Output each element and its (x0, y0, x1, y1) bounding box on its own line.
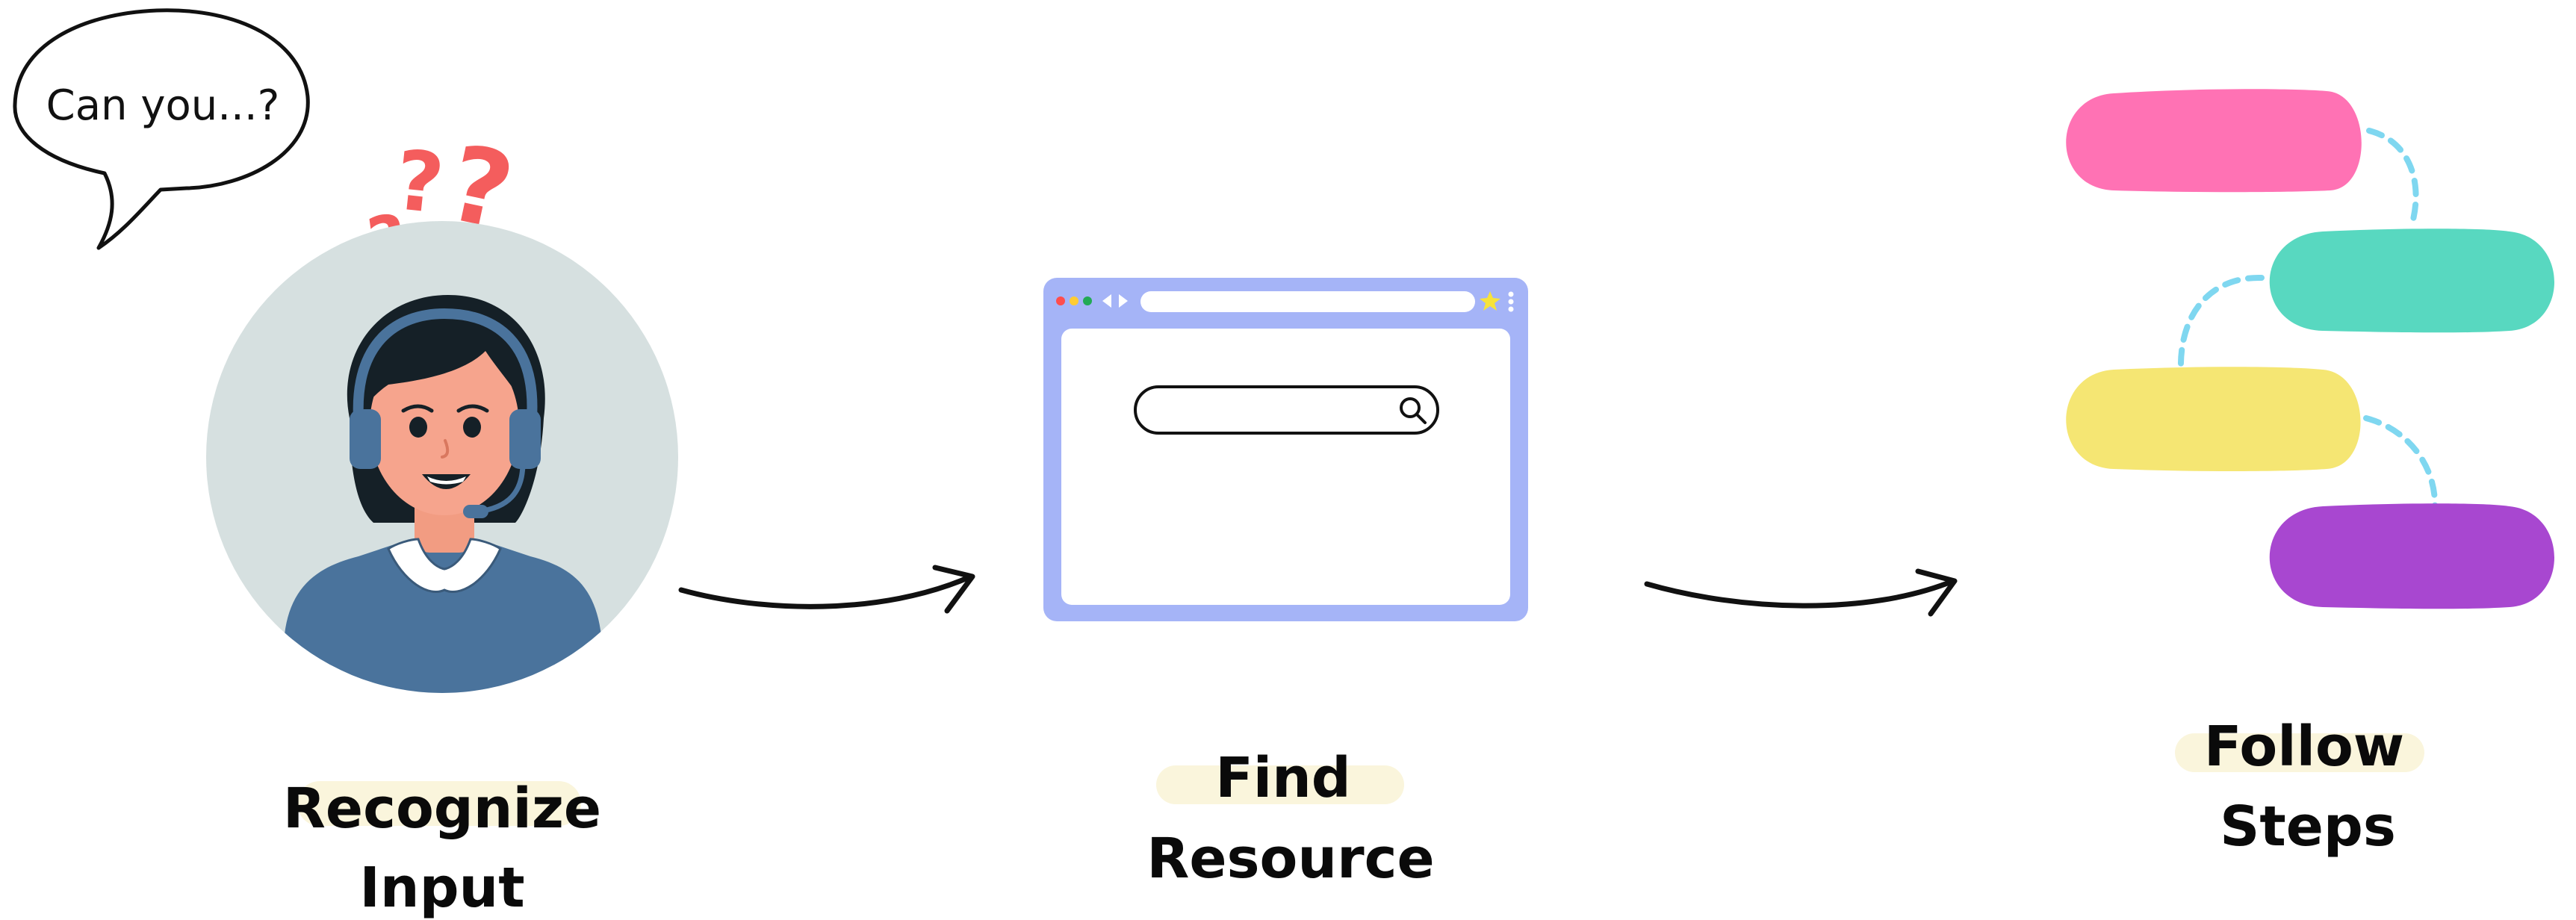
speech-bubble-icon (13, 8, 310, 250)
step-2-label-line1: Find (1215, 746, 1351, 810)
step-1-label: Recognize Input (283, 777, 601, 920)
connector-3 (2363, 415, 2439, 511)
step-3-label-line1: Follow (2204, 715, 2404, 779)
connector-2 (2177, 274, 2265, 373)
label-highlight (1156, 765, 1404, 804)
step-3-label-line2: Steps (2220, 795, 2396, 859)
connector-1 (2366, 128, 2419, 231)
star-icon (1480, 291, 1500, 311)
browser-window-icon (1043, 278, 1528, 621)
step-pill-1 (2066, 89, 2362, 193)
step-1-label-line1: Recognize (283, 777, 601, 841)
step-1-label-line2: Input (359, 856, 524, 920)
step-2-label: Find Resource (1146, 746, 1434, 891)
speech-bubble-text: Can you...? (46, 81, 280, 130)
step-pill-4 (2269, 503, 2554, 609)
browser-content (1061, 329, 1510, 605)
step-3-label: Follow Steps (2175, 715, 2424, 859)
person-headset-icon (206, 221, 678, 693)
search-box (1134, 385, 1439, 435)
arrow-right-icon (678, 565, 975, 614)
label-highlight (2175, 733, 2424, 772)
label-highlight (297, 781, 581, 826)
address-bar (1140, 291, 1475, 312)
search-icon (1400, 397, 1427, 424)
steps-flow (2066, 89, 2554, 609)
step-pill-2 (2269, 229, 2554, 333)
speech-bubble: Can you...? (13, 8, 310, 250)
step-pill-3 (2066, 367, 2361, 471)
arrow-right-icon (1644, 568, 1958, 617)
step-2-label-line2: Resource (1146, 827, 1434, 891)
question-mark-medium: ? (391, 132, 448, 232)
